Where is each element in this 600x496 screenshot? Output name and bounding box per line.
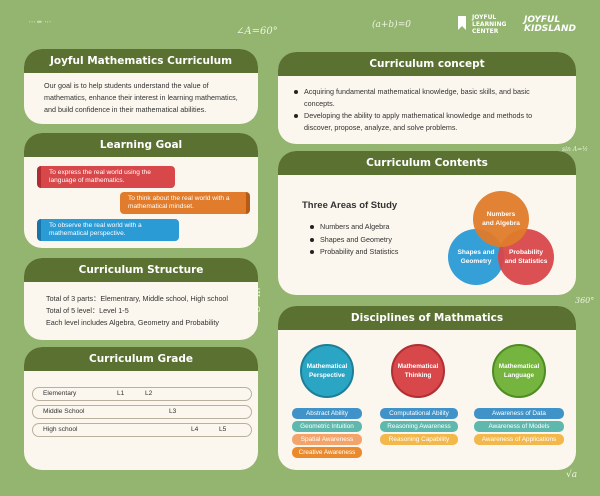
- curriculum-concept-card: Curriculum concept Acquiring fundamental…: [278, 52, 576, 144]
- tag-awareness-of-data: Awareness of Data: [474, 408, 564, 419]
- structure-line-2: Total of 5 level：Level 1-5: [46, 306, 129, 315]
- math-doodle-degrees: 360°: [575, 296, 595, 305]
- grade-level: L5: [219, 426, 227, 433]
- tag-reasoning-capability: Reasoning Capability: [380, 434, 458, 445]
- tag-abstract-ability: Abstract Ability: [292, 408, 362, 419]
- math-doodle-root: √a: [566, 470, 578, 480]
- curriculum-intro-text: Our goal is to help students understand …: [44, 81, 238, 114]
- logo-mark-icon: [458, 16, 466, 30]
- kidsland-logo: JOYFUL KIDSLAND: [524, 15, 576, 34]
- learning-goal-item-1: To express the real world using the lang…: [37, 166, 175, 188]
- tag-spatial-awareness: Spatial Awareness: [292, 434, 362, 445]
- learning-goal-card: Learning Goal To express the real world …: [24, 133, 258, 248]
- learning-goal-item-3: To observe the real world with a mathema…: [37, 219, 179, 241]
- contents-list: Numbers and Algebra Shapes and Geometry …: [308, 221, 398, 259]
- math-doodle-sine: sin A=½: [562, 146, 588, 153]
- grade-row-elementary: Elementary L1 L2: [32, 387, 252, 401]
- curriculum-structure-title: Curriculum Structure: [24, 258, 258, 282]
- curriculum-structure-card: Curriculum Structure Total of 3 parts：El…: [24, 258, 258, 340]
- grade-row-middle-school: Middle School L3: [32, 405, 252, 419]
- learning-goal-item-2: To think about the real world with a mat…: [120, 192, 250, 214]
- structure-line-3: Each level includes Algebra, Geometry an…: [46, 318, 219, 327]
- math-doodle-sum: (a+b)=0: [372, 20, 411, 30]
- grade-level: L3: [169, 408, 177, 415]
- contents-item-3: Probability and Statistics: [308, 246, 398, 259]
- contents-subtitle: Three Areas of Study: [302, 200, 398, 211]
- disciplines-card: Disciplines of Mathmatics Mathematical P…: [278, 306, 576, 470]
- curriculum-structure-lines: Total of 3 parts：Elementrary, Middle sch…: [24, 282, 258, 329]
- discipline-thinking-circle: Mathematical Thinking: [391, 344, 445, 398]
- grade-name: Elementary: [43, 390, 77, 397]
- curriculum-contents-card: Curriculum Contents Three Areas of Study…: [278, 151, 576, 295]
- curriculum-intro-card: Joyful Mathematics Curriculum Our goal i…: [24, 49, 258, 124]
- venn-numbers-algebra: Numbers and Algebra: [473, 191, 529, 247]
- tag-reasoning-awareness: Reasoning Awareness: [380, 421, 458, 432]
- grade-name: High school: [43, 426, 78, 433]
- contents-item-2: Shapes and Geometry: [308, 234, 398, 247]
- concept-list: Acquiring fundamental mathematical knowl…: [278, 76, 576, 134]
- discipline-perspective-circle: Mathematical Perspective: [300, 344, 354, 398]
- tag-creative-awareness: Creative Awareness: [292, 447, 362, 458]
- disciplines-title: Disciplines of Mathmatics: [278, 306, 576, 330]
- grade-level: L4: [191, 426, 199, 433]
- structure-line-1: Total of 3 parts：Elementrary, Middle sch…: [46, 294, 229, 303]
- discipline-language-circle: Mathematical Language: [492, 344, 546, 398]
- tag-awareness-of-applications: Awareness of Applications: [474, 434, 564, 445]
- learning-goal-title: Learning Goal: [24, 133, 258, 157]
- tag-awareness-of-models: Awareness of Models: [474, 421, 564, 432]
- curriculum-grade-card: Curriculum Grade Elementary L1 L2 Middle…: [24, 347, 258, 470]
- grade-row-high-school: High school L4 L5: [32, 423, 252, 437]
- concept-item-2: Developing the ability to apply mathemat…: [292, 110, 562, 134]
- grade-level: L2: [145, 390, 153, 397]
- grade-name: Middle School: [43, 408, 85, 415]
- learning-center-name: JOYFUL LEARNING CENTER: [472, 14, 507, 35]
- concept-item-1: Acquiring fundamental mathematical knowl…: [292, 86, 562, 110]
- math-doodle: ⋯ ═ ⋯: [28, 18, 51, 26]
- curriculum-contents-title: Curriculum Contents: [278, 151, 576, 175]
- tag-computational-ability: Computational Ability: [380, 408, 458, 419]
- curriculum-concept-title: Curriculum concept: [278, 52, 576, 76]
- tag-geometric-intuition: Geometric Intuition: [292, 421, 362, 432]
- grade-level: L1: [117, 390, 125, 397]
- curriculum-grade-title: Curriculum Grade: [24, 347, 258, 371]
- contents-item-1: Numbers and Algebra: [308, 221, 398, 234]
- curriculum-intro-title: Joyful Mathematics Curriculum: [24, 49, 258, 73]
- math-doodle-angle: ∠A=60°: [236, 26, 278, 37]
